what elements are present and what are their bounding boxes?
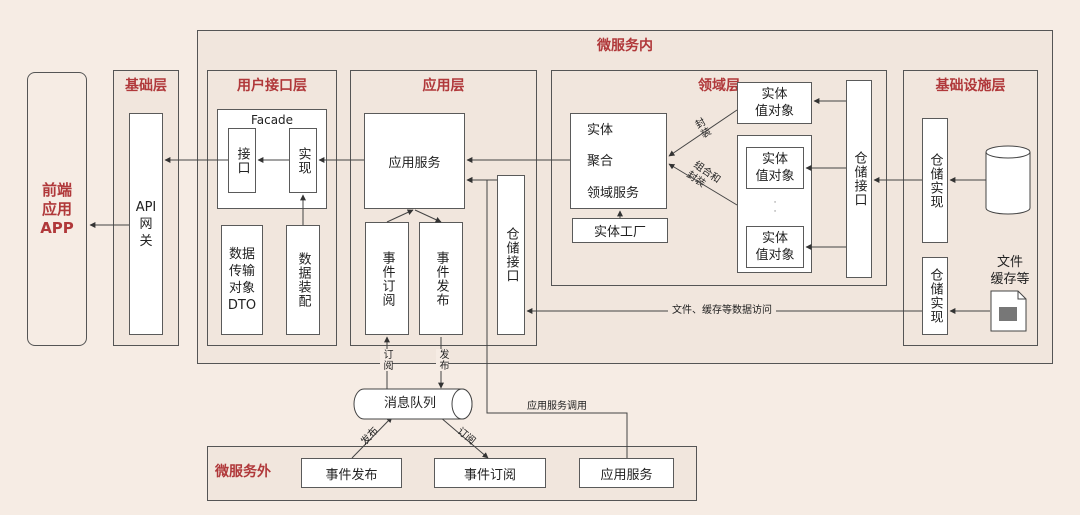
app-service-label: 应用服务	[388, 155, 441, 171]
entity-vo-top-label: 实体 值对象	[754, 87, 794, 119]
file-cache-label: 文件 缓存等	[990, 255, 1030, 287]
domain-title: 领域层	[698, 78, 740, 94]
database-label-wrap: 数据库	[986, 152, 1030, 212]
infra-repo-impl-top-box: 仓储实现	[922, 118, 948, 243]
app-event-publish-box: 事件发布	[419, 222, 463, 335]
facade-label: Facade	[250, 113, 294, 127]
dto-box: 数据 传输 对象 DTO	[221, 225, 263, 335]
subscribe-top-label: 订阅	[380, 349, 392, 371]
app-event-subscribe-label: 事件订阅	[379, 250, 395, 307]
user-interface-title: 用户接口层	[237, 78, 307, 94]
publish-top-label: 发布	[436, 349, 448, 371]
app-repository-interface-label: 仓储接口	[503, 227, 519, 283]
assembler-label: 数据装配	[295, 252, 311, 308]
infra-repo-impl-top-label: 仓储实现	[927, 152, 943, 209]
database-label: 数据库	[1000, 161, 1016, 203]
infra-repo-impl-bottom-box: 仓储实现	[922, 257, 948, 335]
ui-interface-box: 接口	[228, 128, 256, 193]
ui-impl-box: 实现	[289, 128, 317, 193]
assembler-box: 数据装配	[286, 225, 320, 335]
domain-aggregate-label: 聚合	[587, 154, 614, 169]
outside-event-publish-label: 事件发布	[325, 467, 378, 483]
entity-vo-ellipsis: · ·	[773, 198, 777, 217]
app-service-box: 应用服务	[364, 113, 465, 209]
entity-vo-bottom-label: 实体 值对象	[755, 231, 795, 263]
outside-event-subscribe-label: 事件订阅	[463, 467, 516, 483]
ui-impl-label: 实现	[295, 146, 311, 175]
frontend-app-label: 前端 应用 APP	[40, 180, 74, 237]
api-gateway-label: API 网 关	[135, 199, 157, 249]
infra-repo-impl-bottom-label: 仓储实现	[927, 268, 943, 324]
entity-factory-label: 实体工厂	[593, 225, 646, 240]
app-repository-interface-box: 仓储接口	[497, 175, 525, 335]
base-layer-title: 基础层	[125, 78, 167, 94]
entity-vo-top-box: 实体 值对象	[737, 82, 812, 124]
app-service-call-label: 应用服务调用	[527, 401, 587, 412]
outside-app-service-label: 应用服务	[600, 467, 653, 483]
domain-repository-interface-box: 仓储接口	[846, 80, 872, 278]
microservice-inside-title: 微服务内	[597, 38, 653, 54]
domain-service-label: 领域服务	[587, 186, 640, 201]
frontend-app-box: 前端 应用 APP	[27, 72, 87, 346]
app-event-subscribe-box: 事件订阅	[365, 222, 409, 335]
ui-interface-label: 接口	[234, 146, 250, 175]
app-event-publish-label: 事件发布	[433, 250, 449, 307]
entity-vo-bottom-box: 实体 值对象	[746, 226, 804, 268]
outside-app-service-box: 应用服务	[579, 458, 674, 488]
file-access-label: 文件、缓存等数据访问	[668, 304, 776, 318]
entity-factory-box: 实体工厂	[572, 218, 668, 243]
message-queue-label: 消息队列	[383, 396, 436, 411]
dto-label: 数据 传输 对象 DTO	[227, 247, 257, 313]
microservice-outside-title: 微服务外	[215, 464, 271, 480]
entity-vo-mid-box: 实体 值对象	[746, 147, 804, 189]
domain-core-box: 实体 聚合 领域服务	[570, 113, 667, 209]
entity-vo-mid-label: 实体 值对象	[755, 152, 795, 184]
outside-event-subscribe-box: 事件订阅	[434, 458, 546, 488]
outside-event-publish-box: 事件发布	[301, 458, 402, 488]
domain-repository-interface-label: 仓储接口	[851, 151, 867, 207]
application-title: 应用层	[422, 78, 465, 94]
infrastructure-title: 基础设施层	[935, 78, 1006, 94]
domain-entity-label: 实体	[587, 123, 614, 138]
api-gateway-box: API 网 关	[129, 113, 163, 335]
